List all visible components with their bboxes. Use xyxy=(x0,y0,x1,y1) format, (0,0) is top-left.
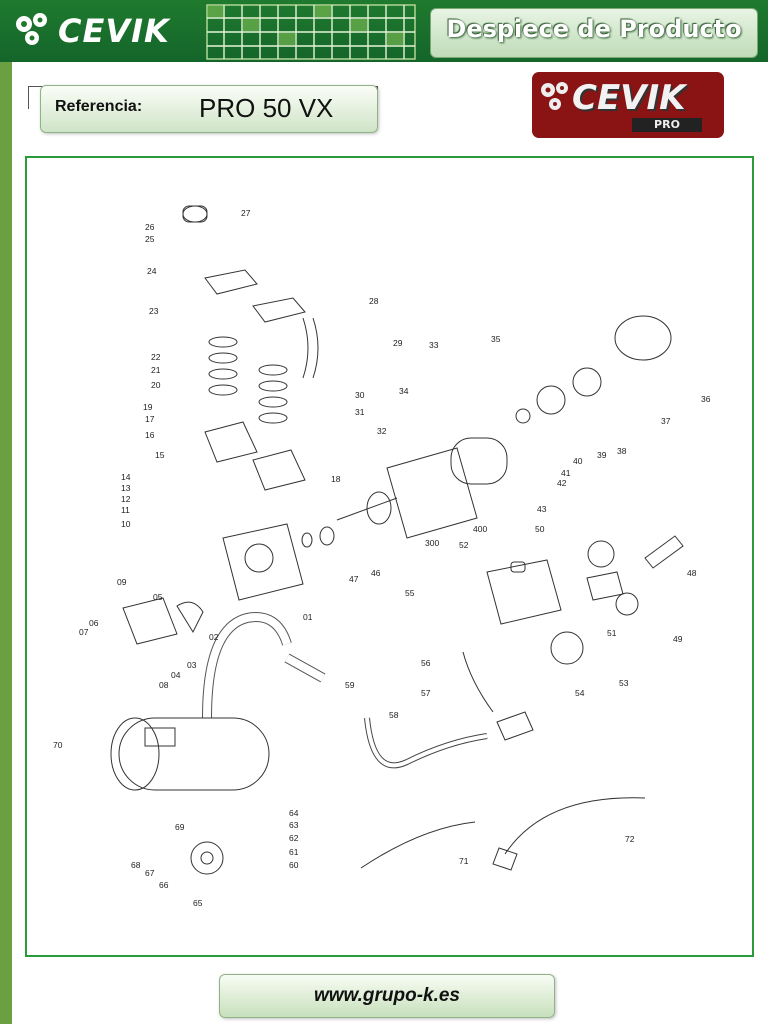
part-label: 30 xyxy=(355,390,365,400)
part-label: 20 xyxy=(151,380,161,390)
part-label: 29 xyxy=(393,338,403,348)
part-label: 48 xyxy=(687,568,697,578)
diagram-drawing: 27 26 25 24 28 23 29 33 35 22 21 20 34 3… xyxy=(53,205,711,908)
part-label: 54 xyxy=(575,688,585,698)
part-label: 14 xyxy=(121,472,131,482)
part-label: 21 xyxy=(151,365,161,375)
part-label: 65 xyxy=(193,898,203,908)
part-label: 300 xyxy=(425,538,439,548)
part-label: 42 xyxy=(557,478,567,488)
part-label: 34 xyxy=(399,386,409,396)
part-label: 69 xyxy=(175,822,185,832)
part-label: 60 xyxy=(289,860,299,870)
part-label: 49 xyxy=(673,634,683,644)
part-label: 70 xyxy=(53,740,63,750)
part-label: 35 xyxy=(491,334,501,344)
gears-icon xyxy=(16,13,47,45)
page-title: Despiece de Producto xyxy=(446,15,742,43)
part-label: 25 xyxy=(145,234,155,244)
part-label: 71 xyxy=(459,856,469,866)
brand-text: CEVIK xyxy=(58,12,170,50)
part-label: 09 xyxy=(117,577,127,587)
part-label: 04 xyxy=(171,670,181,680)
part-label: 03 xyxy=(187,660,197,670)
part-label: 53 xyxy=(619,678,629,688)
part-label: 47 xyxy=(349,574,359,584)
part-label: 22 xyxy=(151,352,161,362)
part-label: 51 xyxy=(607,628,617,638)
part-label: 39 xyxy=(597,450,607,460)
part-label: 05 xyxy=(153,592,163,602)
reference-label: Referencia: xyxy=(55,98,143,115)
part-label: 15 xyxy=(155,450,165,460)
part-label: 26 xyxy=(145,222,155,232)
part-label: 55 xyxy=(405,588,415,598)
part-label: 68 xyxy=(131,860,141,870)
part-label: 33 xyxy=(429,340,439,350)
part-label: 37 xyxy=(661,416,671,426)
part-label: 10 xyxy=(121,519,131,529)
part-label: 64 xyxy=(289,808,299,818)
part-label: 19 xyxy=(143,402,153,412)
part-label: 32 xyxy=(377,426,387,436)
part-label: 43 xyxy=(537,504,547,514)
part-label: 38 xyxy=(617,446,627,456)
part-label: 67 xyxy=(145,868,155,878)
part-label: 13 xyxy=(121,483,131,493)
part-label: 57 xyxy=(421,688,431,698)
logo2-sub: PRO xyxy=(632,118,702,132)
part-label: 58 xyxy=(389,710,399,720)
part-label: 66 xyxy=(159,880,169,890)
part-label: 01 xyxy=(303,612,313,622)
header-bar: CEVIK Despiece de Producto xyxy=(0,0,768,62)
cevik-pro-logo: CEVIK PRO xyxy=(532,72,724,138)
part-label: 24 xyxy=(147,266,157,276)
part-label: 28 xyxy=(369,296,379,306)
reference-value: PRO 50 VX xyxy=(199,93,334,123)
reference-box: Referencia: PRO 50 VX xyxy=(40,85,378,133)
part-label: 59 xyxy=(345,680,355,690)
part-label: 18 xyxy=(331,474,341,484)
part-label: 41 xyxy=(561,468,571,478)
part-label: 52 xyxy=(459,540,469,550)
part-label: 12 xyxy=(121,494,131,504)
part-label: 56 xyxy=(421,658,431,668)
exploded-diagram: 27 26 25 24 28 23 29 33 35 22 21 20 34 3… xyxy=(25,156,754,957)
part-label: 400 xyxy=(473,524,487,534)
part-label: 06 xyxy=(89,618,99,628)
part-label: 63 xyxy=(289,820,299,830)
part-label: 40 xyxy=(573,456,583,466)
decorative-grid xyxy=(206,4,416,60)
part-label: 46 xyxy=(371,568,381,578)
part-label: 62 xyxy=(289,833,299,843)
page-title-box: Despiece de Producto xyxy=(430,8,758,58)
part-label: 36 xyxy=(701,394,711,404)
cevik-logo: CEVIK xyxy=(10,8,195,54)
gears-icon xyxy=(541,82,568,110)
part-label: 02 xyxy=(209,632,219,642)
part-label: 27 xyxy=(241,208,251,218)
logo2-brand: CEVIK xyxy=(572,78,686,118)
part-label: 31 xyxy=(355,407,365,417)
part-label: 17 xyxy=(145,414,155,424)
part-label: 50 xyxy=(535,524,545,534)
footer-link-box[interactable]: www.grupo-k.es xyxy=(219,974,555,1018)
part-label: 61 xyxy=(289,847,299,857)
part-label: 23 xyxy=(149,306,159,316)
website-link[interactable]: www.grupo-k.es xyxy=(313,985,461,1006)
part-label: 07 xyxy=(79,627,89,637)
part-label: 72 xyxy=(625,834,635,844)
left-accent-bar xyxy=(0,62,12,1024)
part-label: 16 xyxy=(145,430,155,440)
part-label: 11 xyxy=(121,505,130,515)
part-label: 08 xyxy=(159,680,169,690)
